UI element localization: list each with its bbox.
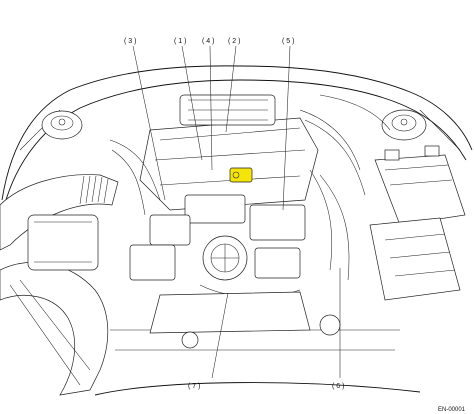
leader-3	[132, 45, 166, 201]
leader-4	[209, 45, 213, 171]
radiator-support	[94, 291, 421, 396]
callout-2: ( 2 )	[228, 38, 240, 45]
engine-components	[129, 194, 306, 281]
callout-6: ( 6 )	[332, 383, 344, 390]
highlighted-component	[229, 167, 253, 183]
right-strut-tower	[381, 109, 427, 141]
fuse-box	[369, 217, 461, 301]
callout-4: ( 4 )	[202, 38, 214, 45]
callout-3: ( 3 )	[124, 38, 136, 45]
leader-7	[211, 292, 229, 379]
intake-manifold	[139, 94, 319, 211]
leader-1	[181, 45, 203, 161]
leader-2	[225, 45, 237, 133]
callout-7: ( 7 )	[188, 383, 200, 390]
callout-1: ( 1 )	[174, 38, 186, 45]
leader-5	[282, 45, 291, 211]
battery	[374, 145, 466, 226]
callout-5: ( 5 )	[282, 38, 294, 45]
figure-reference-code: EN-00001	[438, 407, 466, 413]
air-intake-duct	[0, 174, 119, 396]
air-cleaner-box	[27, 214, 99, 271]
callout-labels: ( 3 ) ( 1 ) ( 4 ) ( 2 ) ( 5 ) ( 7 ) ( 6 …	[124, 38, 344, 390]
leader-lines	[132, 45, 341, 379]
left-strut-tower	[41, 110, 83, 140]
